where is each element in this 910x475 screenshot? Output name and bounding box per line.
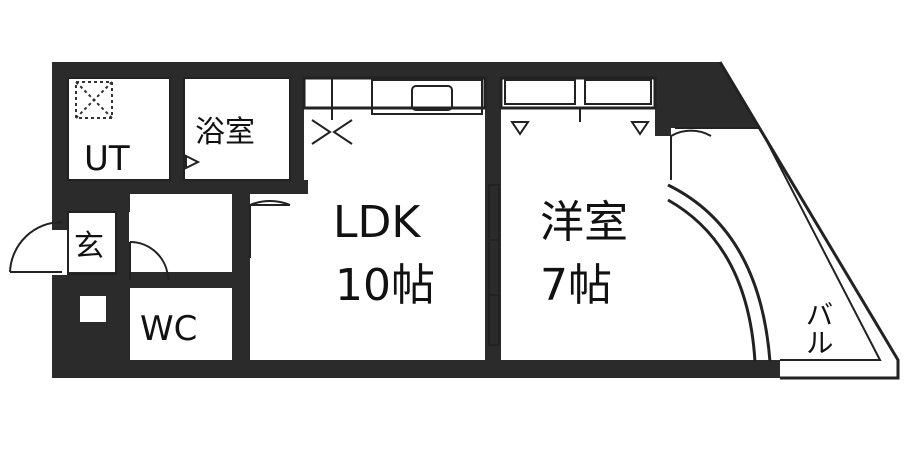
curved-wall — [667, 183, 772, 363]
western-closet — [499, 76, 657, 136]
interior-walls — [68, 78, 671, 360]
utility-fixture — [75, 81, 113, 119]
room-label-toilet: WC — [140, 309, 197, 349]
kitchen-counter — [302, 76, 487, 145]
room-size-western: 7帖 — [540, 260, 612, 311]
sliding-partition — [488, 184, 500, 346]
room-label-bath: 浴室 — [195, 115, 255, 150]
room-label-utility: UT — [84, 139, 130, 179]
doors — [9, 129, 712, 281]
room-label-western: 洋室 — [540, 197, 628, 248]
outer-walls — [52, 62, 780, 378]
room-label-ldk: LDK — [333, 197, 421, 248]
balcony — [675, 61, 900, 380]
room-size-ldk: 10帖 — [335, 260, 435, 311]
room-label-entrance: 玄 — [74, 229, 104, 264]
room-label-balcony: バル — [802, 300, 835, 356]
